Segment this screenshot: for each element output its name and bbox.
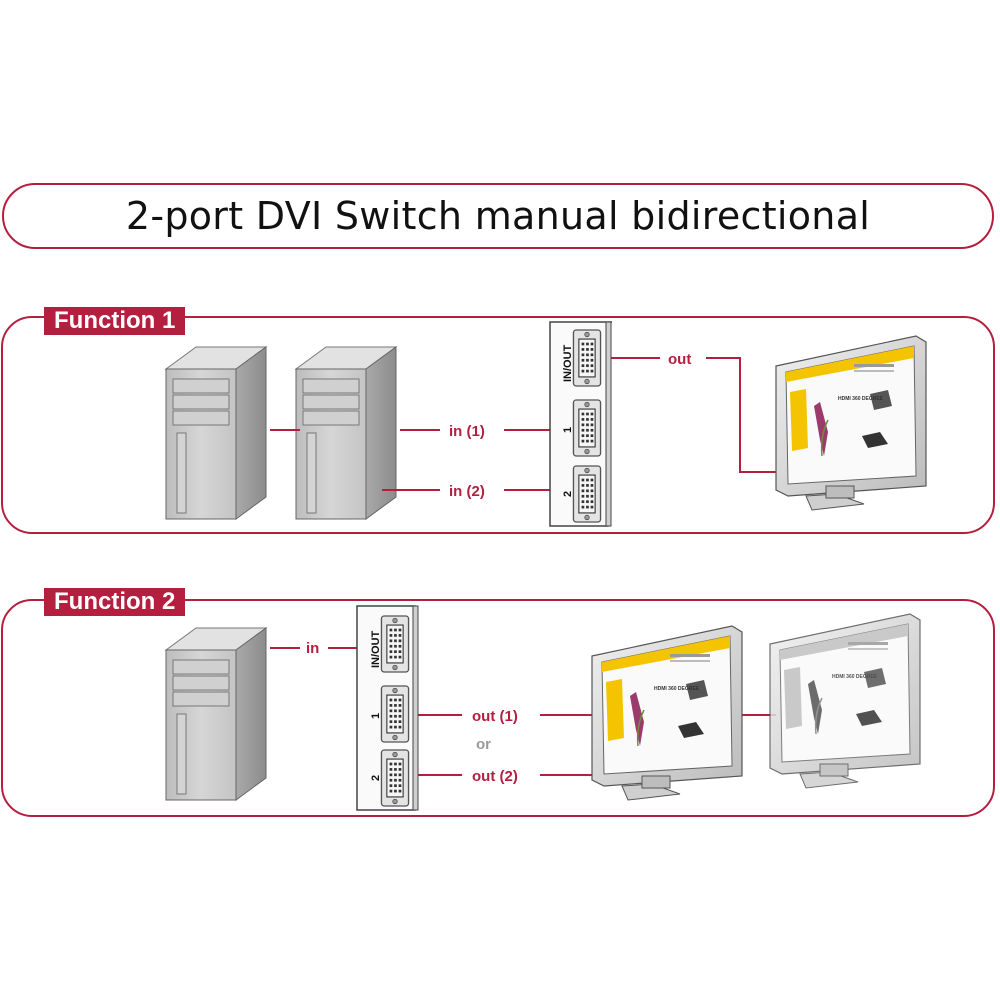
- function1-port-1-label: 1: [562, 427, 574, 433]
- function2-frame: [1, 599, 995, 817]
- function2-port-inout-label: IN/OUT: [370, 630, 382, 668]
- function2-port-2-label: 2: [370, 775, 382, 781]
- function2-monitor-2-screen-text: HDMI 360 DEGREE: [832, 674, 878, 680]
- function1-label: Function 1: [44, 307, 186, 335]
- function1-out-line-right: [706, 357, 780, 473]
- function1-switch: IN/OUT 1 2: [549, 321, 612, 527]
- function1-port-inout-label: IN/OUT: [562, 344, 574, 382]
- function2-pc: [165, 627, 267, 801]
- function2-port-1: [380, 685, 410, 743]
- function1-frame: [1, 316, 995, 534]
- diagram-title: 2-port DVI Switch manual bidirectional: [125, 194, 871, 238]
- function1-in2-label: in (2): [449, 483, 485, 500]
- function1-in1-label: in (1): [449, 423, 485, 440]
- function2-out1-label: out (1): [472, 708, 518, 725]
- function2-port-2: [380, 749, 410, 807]
- function1-pc-2: [295, 346, 397, 520]
- function1-port-2: [572, 465, 602, 523]
- function2-port-inout: [380, 615, 410, 673]
- function2-port-1-label: 1: [370, 713, 382, 719]
- title-box: 2-port DVI Switch manual bidirectional: [2, 183, 994, 249]
- function1-pc-1: [165, 346, 267, 520]
- function2-monitor-1: HDMI 360 DEGREE: [591, 625, 743, 801]
- function2-label: Function 2: [44, 588, 186, 616]
- function1-port-2-label: 2: [562, 491, 574, 497]
- function2-switch: IN/OUT 1 2: [356, 605, 419, 811]
- function1-out-label: out: [668, 351, 691, 368]
- function2-monitor-2: HDMI 360 DEGREE: [769, 613, 921, 789]
- function1-port-inout: [572, 329, 602, 387]
- function2-monitor-1-screen-text: HDMI 360 DEGREE: [654, 686, 700, 692]
- function1-port-1: [572, 399, 602, 457]
- function2-in-label: in: [306, 640, 319, 657]
- function1-monitor: HDMI 360 DEGREE: [775, 335, 927, 511]
- function1-monitor-screen-text: HDMI 360 DEGREE: [838, 396, 884, 402]
- function2-out2-label: out (2): [472, 768, 518, 785]
- function2-or-label: or: [476, 736, 491, 753]
